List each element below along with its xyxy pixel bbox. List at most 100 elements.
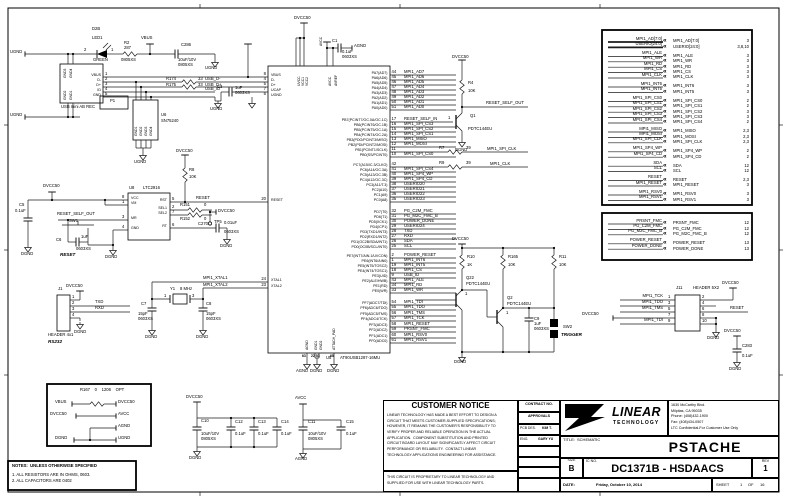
schematic-label: 0 — [204, 202, 207, 207]
text-line: THIS CIRCUIT IS PROPRIETARY TO LINEAR TE… — [387, 475, 495, 479]
schematic-label: 8 MHz — [180, 286, 193, 291]
text-line: CIRCUIT BOARD LAYOUT MAY SIGNIFICANTLY A… — [387, 441, 496, 446]
offpage-chevron-icon: « — [663, 107, 667, 115]
schematic-label: MPI1_TCK — [642, 293, 663, 298]
mcu-pin-function: PB6(PCINT6/OC.1B) — [353, 123, 388, 128]
mcu-pin-function: PD4(ICP1) — [370, 225, 388, 230]
schematic-label: 2 — [72, 300, 75, 305]
schematic-label: 3 — [105, 81, 108, 86]
net-label: MPI1_AD0 — [404, 103, 425, 109]
schematic-label: C15 — [346, 419, 354, 424]
mcu-pin-function: PF0(ADC0) — [368, 339, 388, 344]
blank-cell-4 — [518, 478, 560, 492]
schematic-label: GND4 — [149, 126, 153, 136]
mcu-pin-function: PA6(AD6) — [371, 76, 388, 81]
schematic-label: C283 — [742, 343, 753, 348]
schematic-label: R175 — [166, 82, 177, 87]
net-label: MPI1_AD7 — [404, 68, 425, 74]
offpage-sheet-refs: 2 — [746, 148, 749, 154]
net-label: MPI1_CLK — [490, 160, 511, 166]
proprietary-text: THIS CIRCUIT IS PROPRIETARY TO LINEAR TE… — [387, 475, 494, 486]
net-label: MPI1_SPI_CS3 — [632, 111, 662, 117]
mcu-pin-function: UCAP — [271, 88, 281, 93]
mcu-pin-function: PB5(PCINT5/OC.1A) — [353, 128, 388, 133]
offpage-sheet-refs: 3 — [746, 69, 749, 74]
text-line: CIRCUIT THAT MEETS CUSTOMER-SUPPLIED SPE… — [387, 418, 496, 423]
schematic-label: C11 — [308, 419, 316, 424]
mcu-pin-function: PE2(ALE/HWB) — [362, 279, 388, 284]
mcu-pin-function: PB7(PCINT7/OC.0A/OC.1C) — [341, 118, 388, 123]
text-line: APPLICATION. COMPONENT SUBSTITUTION AND … — [387, 435, 488, 440]
schematic-label: 4 — [105, 86, 108, 91]
offpage-net-name: PRSNT_FMC — [673, 220, 699, 226]
schematic-label: RESET_SELF_OUT — [57, 211, 95, 216]
mcu-pin-number: 34 — [391, 282, 397, 287]
schematic-label: 33 — [198, 82, 203, 87]
net-label: MPI1_WR — [642, 55, 662, 61]
net-label: PRSNT_FMC — [404, 325, 430, 331]
schematic-label: R4 — [468, 80, 474, 85]
schematic-label: VCC — [131, 196, 139, 200]
schematic-label: 0.1uF — [346, 431, 357, 436]
schematic-label: UGND — [10, 112, 23, 117]
schematic-label: DGND — [707, 335, 720, 340]
offpage-net-name: MPI1_INT5 — [673, 88, 695, 94]
schematic-label: MPI1_XTAL1 — [203, 275, 228, 280]
schematic-label: DGND — [105, 254, 118, 259]
schematic-label: C10 — [201, 418, 209, 423]
mcu-pin-number: 51 — [391, 104, 397, 109]
net-label: MPI1_SP4_WP — [632, 145, 662, 151]
offpage-net-name: POWER_RESET — [673, 240, 706, 246]
address-cell — [668, 400, 779, 436]
schematic-label: USB_ID — [205, 86, 221, 91]
net-label: PG_C2M_FMC — [404, 207, 433, 213]
offpage-chevron-icon: « — [663, 82, 667, 90]
offpage-sheet-refs: 3 — [746, 114, 749, 119]
text-line: SUPPLIED FOR USE WITH LINEAR TECHNOLOGY … — [387, 480, 485, 485]
schematic-label: GND4 — [69, 68, 73, 78]
mcu-pin-number: 16 — [391, 121, 397, 126]
schematic-label: AVCC — [319, 36, 323, 46]
schematic-label: AGND — [296, 368, 309, 373]
net-label: MPI1_INT6 — [640, 80, 662, 86]
offpage-chevron-icon: « — [663, 102, 667, 110]
schematic-label: 39 — [466, 160, 471, 165]
sheet-of-label: OF — [748, 482, 754, 487]
schematic-label: 4 — [72, 312, 75, 317]
approvals-cell — [518, 412, 560, 424]
schematic-label: VBUS — [55, 399, 67, 404]
schematic-label: C14 — [281, 419, 289, 424]
offpage-net-name: MPI1_SPI_CS3 — [673, 114, 703, 119]
schematic-label: DVCC50 — [50, 411, 67, 416]
offpage-sheet-refs: 2 — [746, 103, 749, 109]
schematic-label: GND1 — [134, 126, 138, 136]
net-label: MPI1_ALE — [641, 50, 662, 55]
text-line: Milpitas, CA 95035 — [671, 408, 702, 413]
offpage-chevron-icon: « — [663, 51, 667, 59]
schematic-label: UGND — [118, 435, 131, 440]
sheet-label: SHEET — [716, 482, 730, 487]
offpage-chevron-icon: « — [663, 73, 667, 81]
schematic-label: DGND — [196, 334, 209, 339]
offpage-sheet-refs: 3 — [746, 63, 749, 69]
mcu-pin-function: PC2(A10) — [371, 188, 388, 193]
schematic-label: UGND — [210, 106, 223, 111]
offpage-chevron-icon: « — [663, 37, 667, 45]
offpage-chevron-icon: « — [663, 113, 667, 120]
schematic-label: 63 — [302, 354, 306, 358]
mcu-part-number: AT90USB1287-16MU — [340, 355, 381, 360]
mcu-pin-function: PC1(A9) — [373, 193, 388, 198]
ic-no-value: DC1371B - HSDAACS — [611, 463, 724, 475]
mcu-pin-function: PE3(UID) — [372, 274, 388, 279]
customer-notice-cell — [383, 400, 518, 471]
schematic-label: 0.01uF — [224, 220, 238, 225]
mcu-pin-number: 40 — [391, 171, 397, 176]
schematic-label: DVCC50 — [452, 236, 469, 241]
schematic-label: C5 — [19, 202, 25, 207]
sheet-total: 16 — [760, 482, 765, 487]
net-label: MPI1_MISO — [639, 125, 662, 131]
schematic-label: TXD — [95, 299, 104, 304]
schematic-label: 2 — [105, 76, 108, 81]
schematic-label: R151 — [180, 202, 191, 207]
schematic-label: 1uF — [235, 85, 243, 90]
